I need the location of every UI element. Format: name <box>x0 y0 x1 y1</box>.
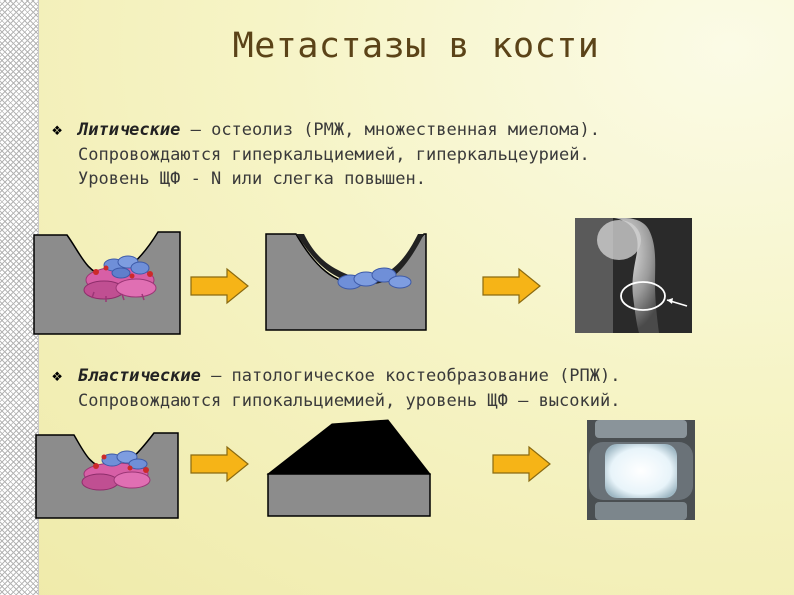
lytic-dash: – <box>180 120 212 140</box>
arrow-right-icon <box>190 267 249 305</box>
arrow-right-icon <box>482 267 541 305</box>
blastic-desc: патологическое костеобразование (РПЖ). <box>231 366 621 386</box>
lytic-panel-2 <box>265 233 427 331</box>
xray-blastic-vertebra <box>587 420 695 520</box>
osteoclast-cells-blue <box>93 255 153 279</box>
lytic-line2: Сопровождаются гиперкальциемией, гиперка… <box>78 144 590 165</box>
lytic-desc: остеолиз (РМЖ, множественная миелома). <box>211 120 601 140</box>
blastic-dash: – <box>200 366 232 386</box>
xray-lytic-humerus <box>575 218 692 333</box>
diamond-bullet-icon: ❖ <box>52 366 63 386</box>
blastic-line2: Сопровождаются гипокальциемией, уровень … <box>78 390 621 411</box>
blastic-panel-2 <box>266 419 432 517</box>
bullet-blastic: ❖ Бластические – патологическое костеобра… <box>52 364 620 413</box>
slide-title: Метастазы в кости <box>232 26 600 66</box>
diamond-bullet-icon: ❖ <box>52 120 63 140</box>
osteoclast-cells-blue <box>337 267 412 290</box>
bullet-lytic: ❖ Литические – остеолиз (РМЖ, множественн… <box>52 118 600 192</box>
new-bone-formation <box>266 419 432 475</box>
lesion-circle-marker <box>620 281 666 311</box>
osteoblast-cells-blue <box>93 450 149 473</box>
sclerotic-vertebral-body <box>605 444 677 498</box>
bone-base <box>267 473 431 517</box>
blastic-panel-1 <box>35 432 179 519</box>
blastic-term: Бластические <box>78 366 201 386</box>
decorative-border <box>0 0 39 595</box>
lytic-line3: Уровень ЩФ - N или слегка повышен. <box>78 169 426 189</box>
arrow-right-icon <box>190 445 249 483</box>
arrow-right-icon <box>492 445 551 483</box>
lytic-term: Литические <box>78 120 181 140</box>
lytic-panel-1 <box>33 231 181 335</box>
